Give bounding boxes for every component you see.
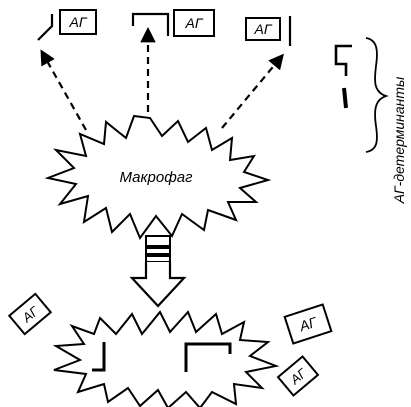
presenting-cell (52, 310, 280, 407)
determinant-1-group: АГ (37, 9, 97, 41)
macrophage-burst (44, 114, 272, 241)
macrophage: Макрофаг (44, 114, 272, 241)
arrow-to-determinant-3 (221, 53, 284, 129)
antigen-box-3-label: АГ (254, 21, 273, 37)
membrane-determinant-right (184, 342, 232, 372)
arrow-to-determinant-1 (40, 49, 87, 131)
arrow-stem-segment (145, 247, 171, 255)
determinant-1-shape (37, 14, 54, 41)
free-antigen-right-top-label: АГ (297, 313, 320, 334)
presenting-cell-burst (52, 310, 280, 407)
free-antigen-right-bottom: АГ (276, 355, 320, 397)
antigen-box-1-label: АГ (69, 14, 88, 30)
determinant-3-group: АГ (245, 16, 292, 46)
membrane-determinant-left (92, 342, 106, 372)
antigen-box-2-label: АГ (185, 15, 204, 31)
macrophage-label: Макрофаг (119, 169, 193, 186)
determinants-label: АГ-детерминанты (391, 76, 407, 204)
curly-brace (365, 37, 389, 153)
fragment-bar (342, 87, 348, 109)
fragment-hook (334, 44, 352, 76)
arrow-stem-segment (145, 255, 171, 263)
free-antigen-right-top-box (283, 303, 333, 345)
free-antigen-left: АГ (7, 292, 53, 336)
antigen-box-3 (245, 17, 281, 41)
free-antigen-right-bottom-box (276, 355, 320, 397)
processing-arrow (129, 235, 187, 308)
free-antigen-right-top: АГ (283, 303, 333, 345)
arrow-body (129, 262, 187, 308)
arrow-stem-segment (145, 235, 171, 247)
determinant-legend: АГ-детерминанты (334, 37, 407, 204)
antigen-box-2 (173, 9, 215, 37)
free-antigen-left-box (7, 292, 53, 336)
determinant-2-shape (131, 12, 170, 36)
antigen-box-1 (59, 9, 97, 35)
determinant-2-group: АГ (131, 9, 215, 37)
